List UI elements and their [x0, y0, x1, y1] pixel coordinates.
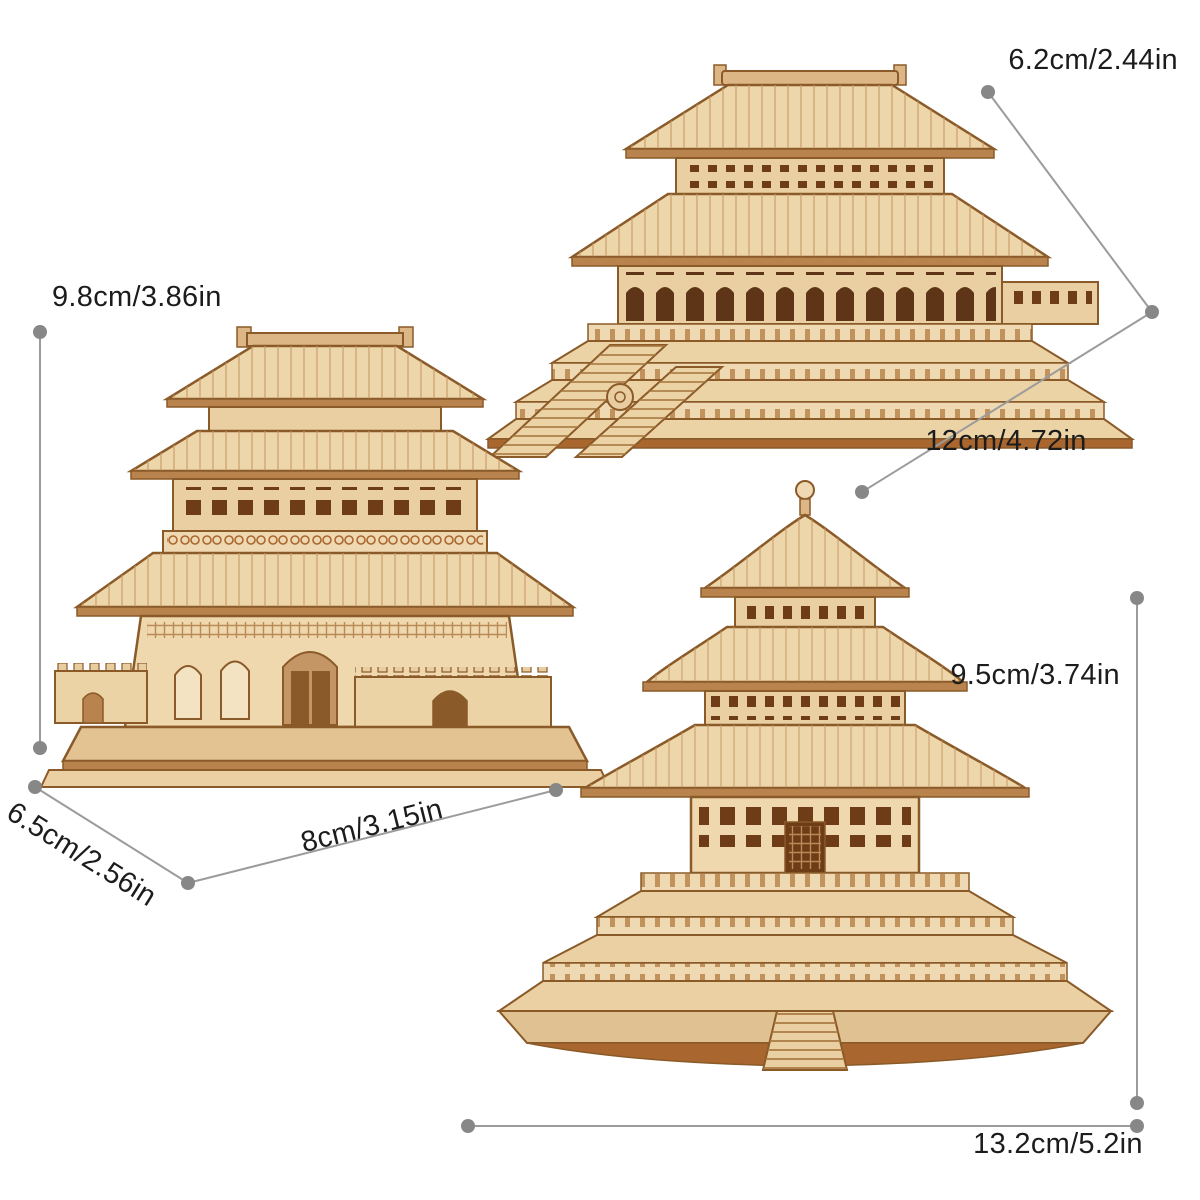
dimension-dot	[181, 876, 195, 890]
temple-model-drawing	[495, 480, 1115, 1071]
temple-width-dimension-label: 13.2cm/5.2in	[973, 1128, 1143, 1160]
dimension-dot	[461, 1119, 475, 1133]
temple-of-heaven-model-image	[455, 470, 1155, 1120]
tower-height-dimension-label: 9.8cm/3.86in	[52, 281, 222, 313]
tower-model-drawing	[39, 326, 611, 788]
hall-height-dimension-label: 6.2cm/2.44in	[1008, 44, 1178, 76]
hall-width-dimension-label: 12cm/4.72in	[925, 425, 1087, 457]
temple-height-dimension-label: 9.5cm/3.74in	[950, 659, 1120, 691]
drum-tower-model-image	[25, 315, 635, 815]
